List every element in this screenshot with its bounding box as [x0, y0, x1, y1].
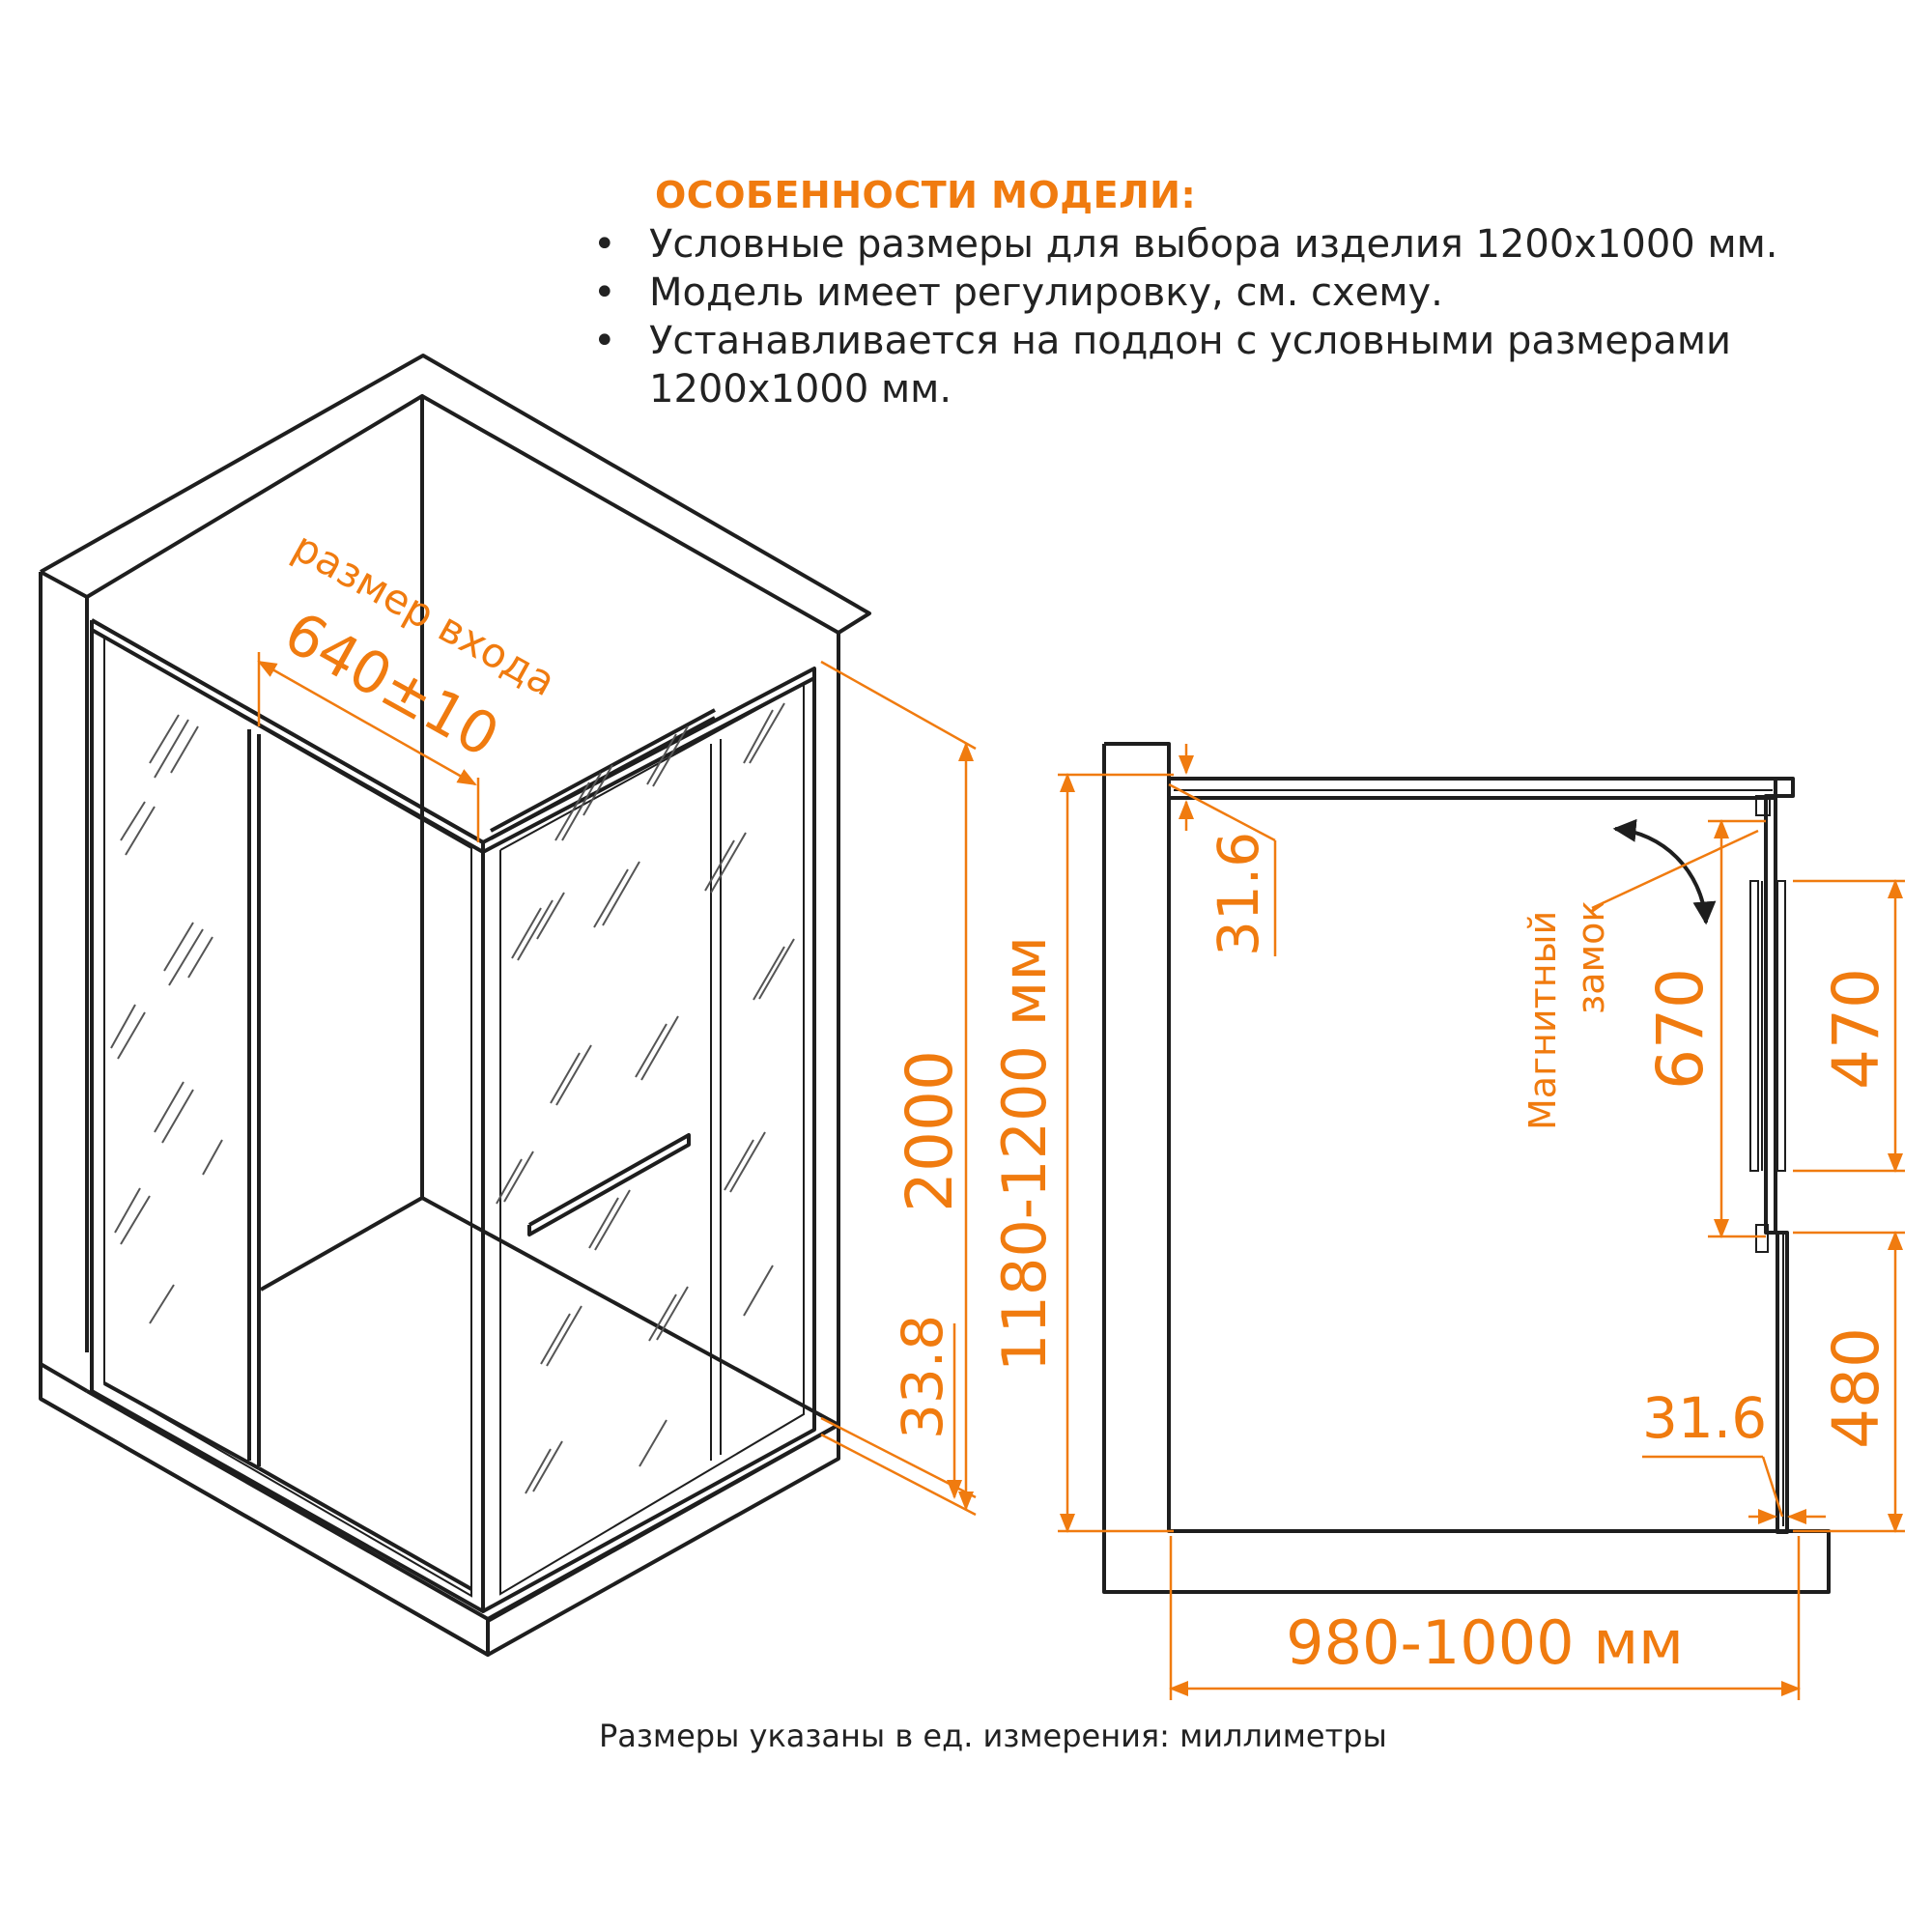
side-glass-panel: [482, 667, 816, 1613]
features-title: ОСОБЕННОСТИ МОДЕЛИ:: [655, 174, 1197, 216]
entrance-dimension: размер входа 640±10: [257, 523, 563, 842]
wall-outline: [39, 354, 871, 1657]
bottom-gap-dimension-plan: 31.6: [1642, 1385, 1826, 1524]
door-dim-480: 480: [1819, 1327, 1893, 1449]
feature-text: Условные размеры для выбора изделия 1200…: [649, 222, 1778, 267]
units-footnote: Размеры указаны в ед. измерения: миллиме…: [599, 1718, 1387, 1754]
glass-hatching: [110, 702, 795, 1494]
bottom-gap-value-plan: 31.6: [1642, 1385, 1767, 1451]
lock-label-line1: Магнитный: [1521, 911, 1564, 1130]
bottom-gap-value: 33.8: [890, 1315, 955, 1439]
top-gap-value: 31.6: [1206, 832, 1271, 956]
width-range: 1180-1200 мм: [989, 936, 1060, 1372]
features-list: • Условные размеры для выбора изделия 120…: [585, 220, 1841, 413]
width-dimension: 1180-1200 мм: [989, 773, 1174, 1533]
bullet-icon: •: [593, 222, 616, 267]
bullet-icon: •: [593, 270, 616, 315]
feature-text: Устанавливается на поддон с условными ра…: [649, 319, 1732, 412]
dimension-670: 670: [1643, 819, 1766, 1238]
door-swing-arrow: [1612, 818, 1717, 925]
door-dim-670: 670: [1643, 968, 1718, 1090]
feature-item: • Условные размеры для выбора изделия 120…: [585, 220, 1841, 269]
plan-view: Магнитный замок 1180-1200 мм 31.6 670: [989, 742, 1905, 1700]
top-gap-dimension: 31.6: [1168, 744, 1277, 956]
isometric-view: размер входа 640±10 2000 33.8: [39, 354, 977, 1657]
bullet-icon: •: [593, 319, 616, 363]
dimension-470: 470: [1793, 879, 1905, 1173]
lock-label-line2: замок: [1570, 900, 1612, 1014]
door-dim-470: 470: [1819, 968, 1893, 1090]
depth-dimension: 980-1000 мм: [1169, 1536, 1801, 1700]
feature-item: • Устанавливается на поддон с условными р…: [585, 317, 1841, 413]
height-value: 2000: [893, 1050, 967, 1212]
bottom-gap-dimension: 33.8: [820, 1315, 977, 1517]
depth-range: 980-1000 мм: [1286, 1607, 1684, 1678]
dimension-480: 480: [1793, 1231, 1905, 1533]
feature-text: Модель имеет регулировку, см. схему.: [649, 270, 1443, 315]
feature-item: • Модель имеет регулировку, см. схему.: [585, 269, 1841, 317]
height-dimension: 2000: [820, 660, 977, 1511]
model-features: ОСОБЕННОСТИ МОДЕЛИ: • Условные размеры дл…: [585, 174, 1841, 413]
